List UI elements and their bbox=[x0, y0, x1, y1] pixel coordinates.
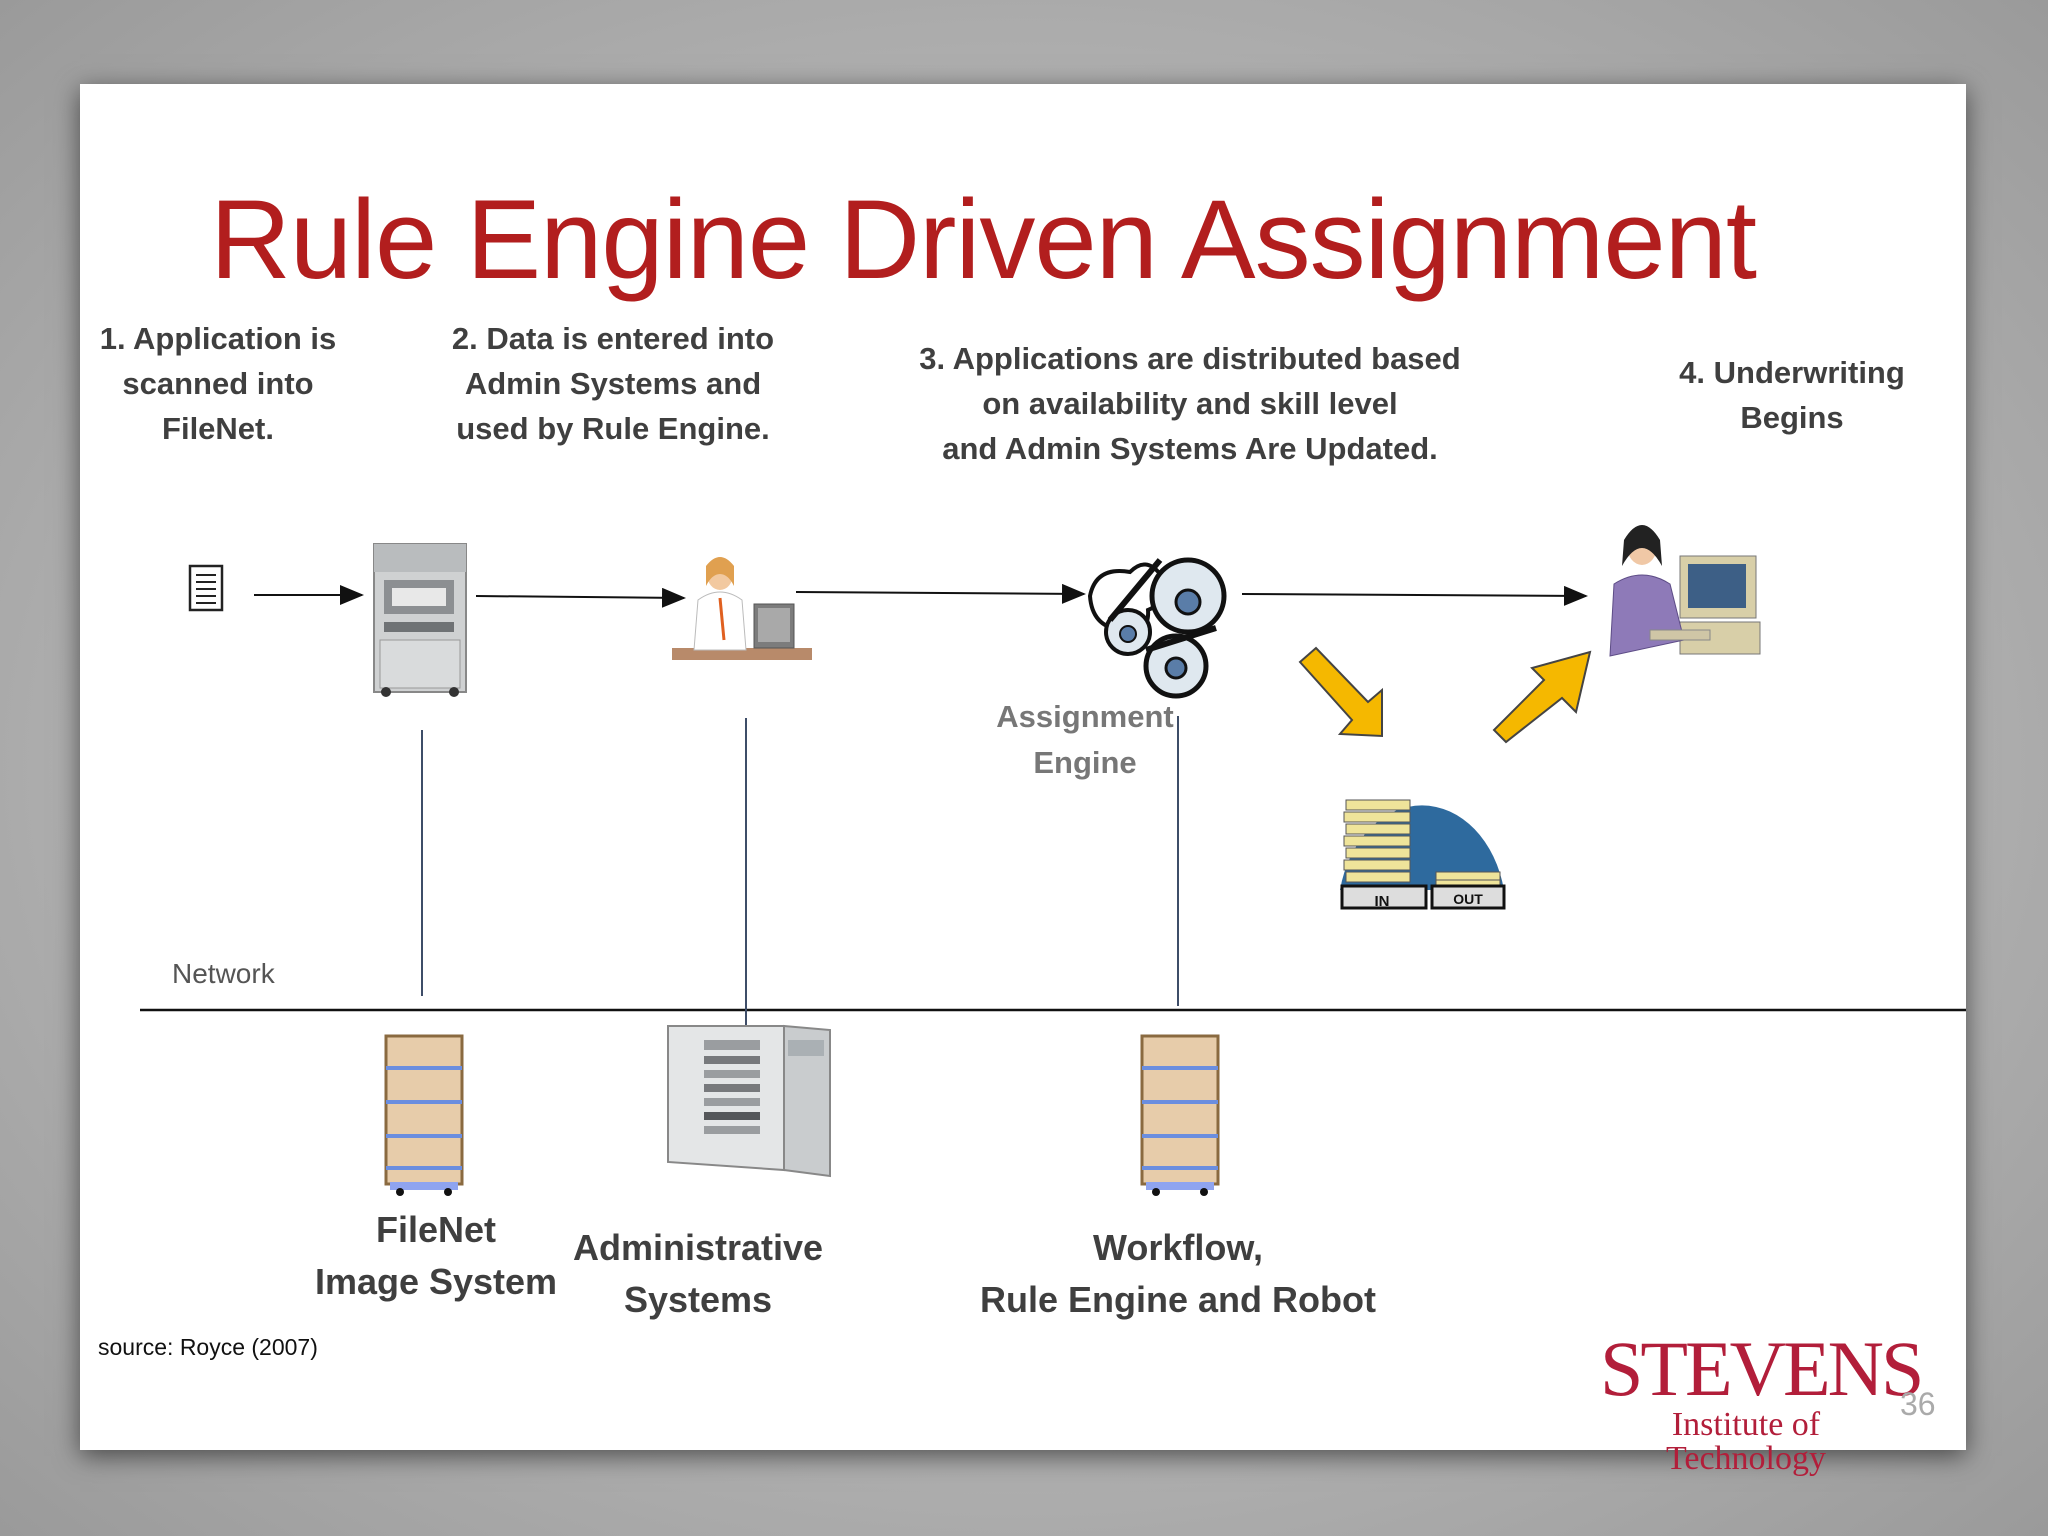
document-icon bbox=[188, 564, 224, 612]
step-3-text: 3. Applications are distributed based on… bbox=[919, 341, 1461, 466]
source-citation: source: Royce (2007) bbox=[98, 1334, 318, 1360]
yellow-down-arrow bbox=[1298, 646, 1383, 738]
flow-arrows bbox=[254, 583, 1588, 608]
administrative-systems-server-icon bbox=[667, 1024, 831, 1178]
workflow-label: Workflow, Rule Engine and Robot bbox=[980, 1227, 1376, 1320]
administrative-systems-label: Administrative Systems bbox=[572, 1227, 824, 1320]
stevens-logo-name: STEVENS bbox=[1600, 1325, 1924, 1412]
filenet-server-icon bbox=[384, 1034, 464, 1196]
step-2-text: 2. Data is entered into Admin Systems an… bbox=[451, 321, 775, 446]
underwriter-icon bbox=[1609, 525, 1761, 657]
workflow-server-icon bbox=[1140, 1034, 1220, 1196]
assignment-engine-icon bbox=[1087, 557, 1227, 699]
arrow-engine-to-underwriter bbox=[1241, 585, 1588, 606]
slide-title: Rule Engine Driven Assignment bbox=[209, 177, 1757, 302]
arrow-scanner-to-clerk bbox=[475, 587, 686, 608]
network-bus bbox=[140, 716, 1966, 1036]
inout-tray-icon: IN OUT bbox=[1340, 799, 1506, 910]
data-entry-clerk-icon bbox=[672, 557, 812, 660]
tray-out-label: OUT bbox=[1453, 891, 1483, 907]
tray-in-label: IN bbox=[1375, 893, 1390, 910]
arrow-clerk-to-engine bbox=[795, 583, 1086, 604]
page-number: 36 bbox=[1900, 1386, 1936, 1422]
filenet-label: FileNet Image System bbox=[314, 1209, 558, 1302]
step-4-text: 4. Underwriting Begins bbox=[1679, 355, 1905, 435]
stevens-logo-subtitle: Institute of Technology bbox=[1665, 1406, 1827, 1477]
network-label: Network bbox=[172, 958, 275, 989]
scanner-icon bbox=[373, 543, 467, 697]
step-1-text: 1. Application is scanned into FileNet. bbox=[99, 321, 337, 446]
slide bbox=[80, 84, 1966, 1450]
yellow-up-arrow bbox=[1492, 650, 1592, 744]
assignment-engine-label: Assignment Engine bbox=[996, 699, 1174, 780]
